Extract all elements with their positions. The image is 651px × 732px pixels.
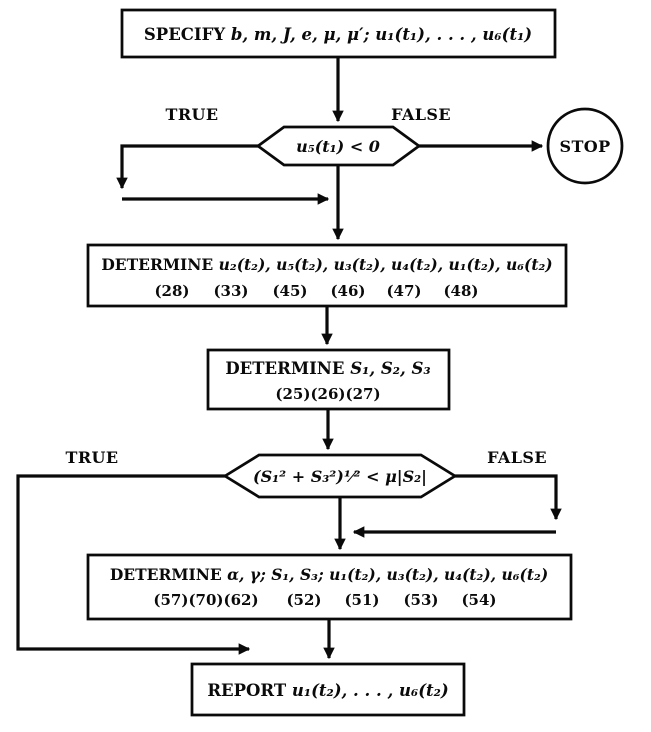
report-box-outline: [190, 662, 466, 717]
specify-box-outline: [120, 8, 557, 59]
determine-u-keyword: DETERMINE: [101, 255, 213, 274]
determine-s-outline: [206, 348, 451, 411]
report-text: REPORT u₁(t₂), . . . , u₆(t₂): [207, 681, 448, 700]
eq-number: (54): [461, 591, 496, 609]
determine-alpha-math: α, γ; S₁, S₃; u₁(t₂), u₃(t₂), u₄(t₂), u₆…: [222, 565, 548, 584]
determine-u-box: DETERMINE u₂(t₂), u₅(t₂), u₃(t₂), u₄(t₂)…: [86, 243, 568, 308]
determine-u-math: u₂(t₂), u₅(t₂), u₃(t₂), u₄(t₂), u₁(t₂), …: [213, 255, 552, 274]
decision-u5-node: u₅(t₁) < 0: [255, 125, 422, 167]
stop-label: STOP: [559, 137, 610, 156]
decision-s-node: (S₁² + S₃²)¹⁄² < μ|S₂|: [222, 453, 458, 499]
determine-u-outline: [86, 243, 568, 308]
determine-s-text: DETERMINE S₁, S₂, S₃: [225, 359, 430, 378]
decision-s-condition: (S₁² + S₃²)¹⁄² < μ|S₂|: [253, 467, 427, 486]
determine-u-text: DETERMINE u₂(t₂), u₅(t₂), u₃(t₂), u₄(t₂)…: [101, 255, 552, 274]
report-box: REPORT u₁(t₂), . . . , u₆(t₂): [190, 662, 466, 717]
report-math: u₁(t₂), . . . , u₆(t₂): [286, 681, 449, 700]
eq-number: (28): [154, 282, 189, 300]
eq-numbers-text: (25)(26)(27): [275, 385, 380, 403]
determine-alpha-keyword: DETERMINE: [110, 565, 222, 584]
decision1-false-label: FALSE: [391, 105, 451, 124]
stop-circle: [546, 107, 624, 185]
eq-number: (47): [386, 282, 421, 300]
eq-number: (53): [403, 591, 438, 609]
determine-s-box: DETERMINE S₁, S₂, S₃ (25)(26)(27): [206, 348, 451, 411]
arrow-decision1-true-down: [116, 144, 258, 190]
stop-node: STOP: [546, 107, 624, 185]
specify-math: b, m, J, e, μ, μ′; u₁(t₁), . . . , u₆(t₁…: [225, 25, 532, 44]
flow-arrows: [16, 57, 562, 660]
determine-s-math: S₁, S₂, S₃: [344, 359, 430, 378]
determine-s-keyword: DETERMINE: [225, 359, 344, 378]
decision-u5-outline: [255, 125, 422, 167]
eq-number: (33): [213, 282, 248, 300]
arrow-decision2-false-down: [455, 474, 562, 521]
specify-keyword: SPECIFY: [144, 25, 225, 44]
determine-alpha-outline: [86, 553, 573, 621]
eq-number-group: (57)(70)(62): [153, 591, 258, 609]
arrow-decision2-true-to-report: [16, 474, 251, 655]
determine-alpha-box: DETERMINE α, γ; S₁, S₃; u₁(t₂), u₃(t₂), …: [86, 553, 573, 621]
eq-number: (52): [286, 591, 321, 609]
eq-number: (48): [443, 282, 478, 300]
decision2-true-label: TRUE: [66, 448, 119, 467]
eq-number: (51): [344, 591, 379, 609]
eq-number: (45): [272, 282, 307, 300]
eq-number: (46): [330, 282, 365, 300]
specify-text: SPECIFY b, m, J, e, μ, μ′; u₁(t₁), . . .…: [144, 25, 532, 44]
decision2-false-label: FALSE: [487, 448, 547, 467]
decision1-true-label: TRUE: [166, 105, 219, 124]
decision-u5-condition: u₅(t₁) < 0: [296, 137, 380, 156]
determine-alpha-text: DETERMINE α, γ; S₁, S₃; u₁(t₂), u₃(t₂), …: [110, 565, 548, 584]
decision-s-outline: [222, 453, 458, 499]
report-keyword: REPORT: [207, 681, 286, 700]
specify-box: SPECIFY b, m, J, e, μ, μ′; u₁(t₁), . . .…: [120, 8, 557, 59]
